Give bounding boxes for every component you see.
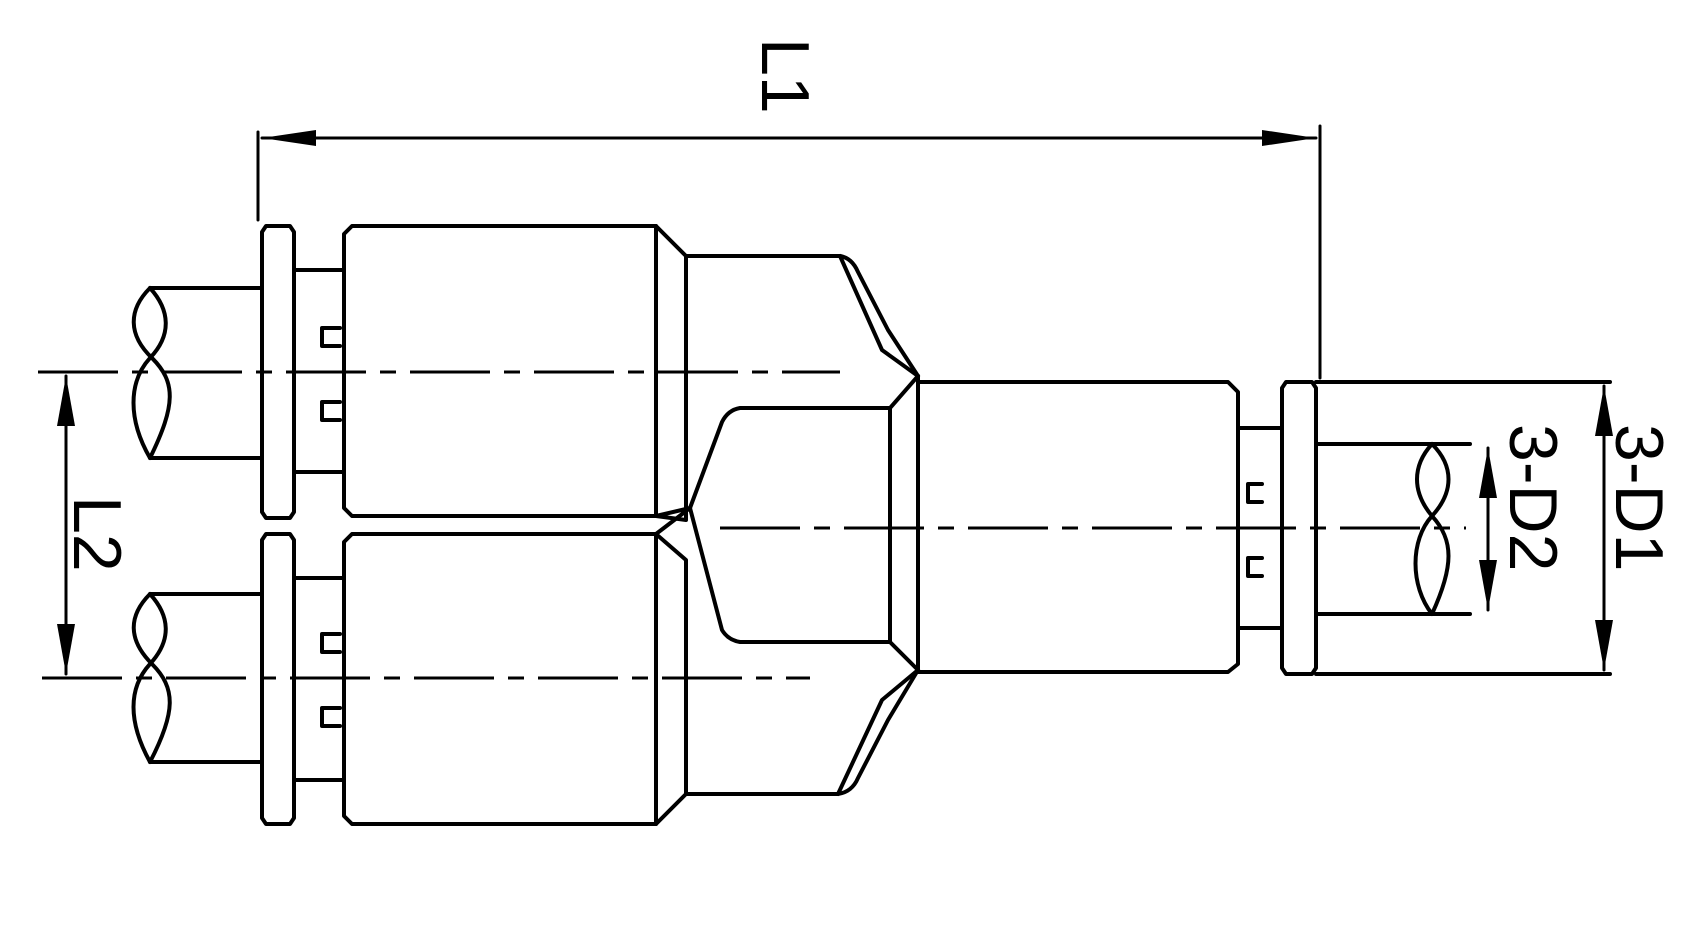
right-collet xyxy=(1236,426,1284,630)
y-junction xyxy=(654,374,920,672)
upper-tube-break xyxy=(131,286,168,460)
lower-collet xyxy=(292,576,344,782)
right-tube xyxy=(1314,442,1472,616)
dimension-d2 xyxy=(1479,446,1497,612)
centerlines xyxy=(38,370,1466,680)
right-release-ring xyxy=(1280,380,1318,676)
lower-hex-shoulder xyxy=(684,668,920,796)
lower-collet-teeth xyxy=(320,632,342,728)
label-l1: L1 xyxy=(747,38,823,114)
right-collet-teeth xyxy=(1246,482,1264,578)
lower-release-ring xyxy=(260,532,296,826)
upper-release-ring xyxy=(260,224,296,520)
upper-collet-teeth xyxy=(320,326,342,422)
upper-hex-shoulder xyxy=(684,254,920,378)
upper-branch xyxy=(131,224,920,522)
upper-collet xyxy=(292,268,344,474)
dimension-d1 xyxy=(1595,384,1613,672)
lower-tube-break xyxy=(131,592,168,764)
lower-branch xyxy=(131,532,920,826)
junction-inner-hex xyxy=(688,374,920,672)
dimension-l2 xyxy=(57,374,75,676)
label-3-d2: 3-D2 xyxy=(1495,424,1571,571)
label-3-d1: 3-D1 xyxy=(1601,424,1677,571)
right-tube-break xyxy=(1413,442,1451,616)
dimension-l1 xyxy=(256,124,1322,380)
label-l2: L2 xyxy=(59,496,135,572)
